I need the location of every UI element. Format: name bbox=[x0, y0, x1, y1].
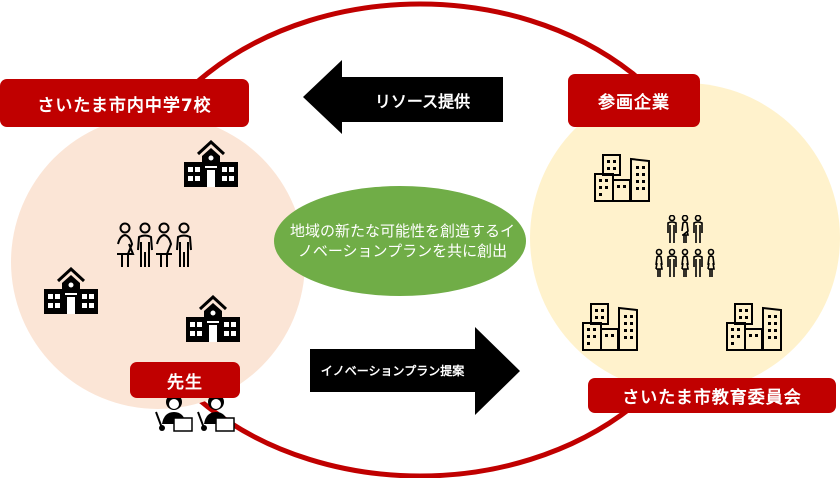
school-icon bbox=[44, 267, 98, 314]
office-buildings-icon bbox=[594, 154, 650, 202]
teachers-label: 先生 bbox=[130, 362, 240, 398]
students-icon bbox=[117, 222, 192, 267]
school-icon bbox=[184, 140, 238, 187]
proposal-arrow bbox=[310, 327, 520, 415]
resources-arrow-label: リソース提供 bbox=[374, 91, 471, 111]
school-icon bbox=[186, 295, 240, 342]
teachers-icon bbox=[155, 394, 235, 432]
center-ellipse bbox=[274, 186, 526, 296]
schools-label: さいたま市内中学7校 bbox=[0, 79, 249, 127]
center-message: 地域の新たな可能性を創造するイノベーションプランを共に創出 bbox=[289, 222, 515, 260]
office-buildings-icon bbox=[726, 303, 782, 351]
companies-label: 参画企業 bbox=[568, 74, 700, 127]
office-buildings-icon bbox=[582, 303, 638, 351]
board-of-education-label: さいたま市教育委員会 bbox=[588, 378, 836, 413]
employees-icon bbox=[655, 215, 715, 277]
proposal-arrow-label: イノベーションプラン提案 bbox=[320, 364, 465, 378]
resources-arrow bbox=[303, 60, 503, 134]
